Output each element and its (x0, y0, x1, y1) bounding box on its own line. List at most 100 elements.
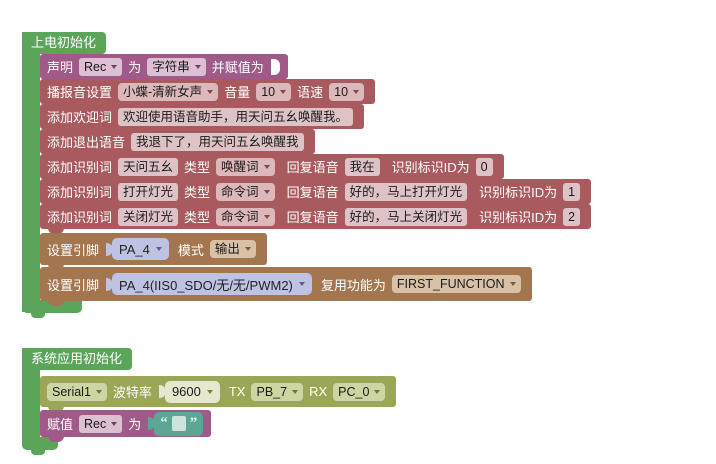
declare-type-dropdown[interactable]: 字符串 (147, 57, 206, 76)
volume-label: 音量 (224, 85, 251, 100)
assign-value-socket[interactable]: “ ” (148, 411, 204, 436)
recognition-type-label: 类型 (184, 185, 211, 200)
add-recognition-word-block[interactable]: 添加识别词 打开灯光 类型 命令词 回复语音 好的，马上打开灯光 识别标识ID为… (40, 179, 592, 209)
volume-dropdown[interactable]: 10 (256, 82, 292, 101)
assign-variable-value: Rec (84, 416, 107, 431)
declare-label: 声明 (47, 60, 74, 75)
pin-function-value: FIRST_FUNCTION (396, 277, 505, 291)
power-on-init-spine (22, 32, 40, 312)
pin-mode-label: 模式 (177, 242, 204, 258)
declare-variable-dropdown[interactable]: Rec (79, 57, 123, 76)
chevron-down-icon (263, 214, 270, 219)
quote-close-icon: ” (189, 415, 198, 431)
serial-port-dropdown[interactable]: Serial1 (47, 382, 107, 401)
assign-variable-block[interactable]: 赋值 Rec 为 “ ” (40, 410, 212, 442)
tx-pin-dropdown[interactable]: PB_7 (251, 382, 304, 401)
reply-text-input[interactable]: 好的，马上关闭灯光 (344, 207, 468, 226)
power-on-init-hat[interactable]: 上电初始化 (22, 32, 107, 54)
assign-as-label: 为 (128, 417, 142, 432)
speed-value: 10 (334, 84, 349, 99)
baud-label: 波特率 (112, 385, 152, 400)
baud-value: 9600 (171, 384, 201, 399)
chevron-down-icon (280, 89, 287, 94)
recognition-type-label: 类型 (184, 160, 211, 175)
chevron-down-icon (95, 389, 102, 394)
recognition-word-input[interactable]: 打开灯光 (118, 182, 179, 201)
set-pin-label: 设置引脚 (47, 242, 100, 258)
welcome-text-input[interactable]: 欢迎使用语音助手，用天问五幺唤醒我。 (118, 107, 354, 126)
add-recognition-word-block[interactable]: 添加识别词 关闭灯光 类型 命令词 回复语音 好的，马上关闭灯光 识别标识ID为… (40, 204, 592, 234)
declare-as-label: 为 (128, 60, 142, 75)
recognition-id-input[interactable]: 1 (563, 182, 581, 201)
pin-mode-dropdown[interactable]: 输出 (209, 240, 256, 258)
voice-timbre-dropdown[interactable]: 小蝶-清新女声 (118, 82, 219, 101)
recognition-word-input[interactable]: 天问五幺 (118, 157, 179, 176)
baud-dropdown-block[interactable]: 9600 (164, 380, 220, 403)
pin-function-dropdown[interactable]: FIRST_FUNCTION (391, 275, 521, 293)
chevron-down-icon (155, 247, 162, 251)
reply-text-input[interactable]: 好的，马上打开灯光 (344, 182, 468, 201)
system-app-init-hat[interactable]: 系统应用初始化 (22, 348, 133, 370)
pin-value: PA_4(IIS0_SDO/无/无/PWM2) (119, 277, 293, 293)
recognition-type-label: 类型 (184, 210, 211, 225)
socket-plug-icon (106, 277, 114, 291)
declare-value-socket[interactable] (270, 58, 280, 75)
chevron-down-icon (263, 164, 270, 169)
socket-plug-icon (148, 417, 156, 430)
exit-label: 添加退出语音 (47, 135, 126, 150)
welcome-label: 添加欢迎词 (47, 110, 113, 125)
serial-port-value: Serial1 (52, 384, 91, 399)
speed-dropdown[interactable]: 10 (329, 82, 365, 101)
tx-label: TX (228, 384, 246, 399)
quote-open-icon: “ (160, 415, 168, 431)
chevron-down-icon (111, 421, 118, 426)
declare-type-value: 字符串 (152, 59, 190, 74)
broadcast-voice-settings-block[interactable]: 播报音设置 小蝶-清新女声 音量 10 语速 10 (40, 79, 376, 109)
serial-init-block[interactable]: Serial1 波特率 9600 TX PB_7 RX PC_0 (40, 376, 397, 412)
recognition-label: 添加识别词 (47, 210, 113, 225)
recognition-id-input[interactable]: 2 (563, 207, 581, 226)
reply-label: 回复语音 (286, 160, 339, 175)
assign-label: 赋值 (47, 417, 74, 432)
pin-value: PA_4 (119, 241, 150, 257)
recognition-type-dropdown[interactable]: 命令词 (216, 207, 275, 226)
chevron-down-icon (353, 89, 360, 94)
chevron-down-icon (298, 282, 305, 286)
chevron-down-icon (263, 189, 270, 194)
pin-value-socket[interactable]: PA_4 (106, 238, 169, 260)
set-pin-alternate-function-block[interactable]: 设置引脚 PA_4(IIS0_SDO/无/无/PWM2) 复用功能为 FIRST… (40, 267, 532, 306)
text-string-block[interactable]: “ ” (154, 411, 204, 436)
recognition-id-label: 识别标识ID为 (391, 160, 470, 175)
text-string-input[interactable] (171, 416, 186, 431)
add-exit-phrase-block[interactable]: 添加退出语音 我退下了，用天问五幺唤醒我 (40, 129, 315, 159)
voice-timbre-value: 小蝶-清新女声 (123, 84, 203, 99)
tx-pin-value: PB_7 (256, 384, 288, 399)
add-welcome-phrase-block[interactable]: 添加欢迎词 欢迎使用语音助手，用天问五幺唤醒我。 (40, 104, 365, 134)
recognition-id-input[interactable]: 0 (475, 157, 493, 176)
recognition-type-value: 命令词 (221, 209, 259, 224)
rx-pin-value: PC_0 (338, 384, 370, 399)
system-app-init-foot (22, 437, 58, 455)
socket-plug-icon (106, 242, 114, 256)
recognition-type-value: 唤醒词 (221, 159, 259, 174)
chevron-down-icon (206, 389, 213, 394)
pin-value-socket[interactable]: PA_4(IIS0_SDO/无/无/PWM2) (106, 273, 312, 295)
reply-text-input[interactable]: 我在 (344, 157, 380, 176)
power-on-init-foot (22, 300, 82, 318)
add-recognition-word-block[interactable]: 添加识别词 天问五幺 类型 唤醒词 回复语音 我在 识别标识ID为 0 (40, 154, 504, 184)
chevron-down-icon (509, 282, 516, 286)
pin-dropdown-block[interactable]: PA_4 (112, 238, 169, 260)
set-pin-mode-block[interactable]: 设置引脚 PA_4 模式 输出 (40, 233, 267, 270)
recognition-type-dropdown[interactable]: 唤醒词 (216, 157, 275, 176)
baud-value-socket[interactable]: 9600 (158, 380, 220, 403)
recognition-id-label: 识别标识ID为 (479, 185, 558, 200)
exit-text-input[interactable]: 我退下了，用天问五幺唤醒我 (131, 132, 304, 151)
recognition-word-input[interactable]: 关闭灯光 (118, 207, 179, 226)
socket-plug-icon (158, 385, 166, 398)
pin-dropdown-block[interactable]: PA_4(IIS0_SDO/无/无/PWM2) (112, 273, 312, 295)
assign-variable-dropdown[interactable]: Rec (79, 414, 123, 433)
declare-variable-block[interactable]: 声明 Rec 为 字符串 并赋值为 (40, 54, 288, 84)
rx-pin-dropdown[interactable]: PC_0 (333, 382, 386, 401)
recognition-type-dropdown[interactable]: 命令词 (216, 182, 275, 201)
